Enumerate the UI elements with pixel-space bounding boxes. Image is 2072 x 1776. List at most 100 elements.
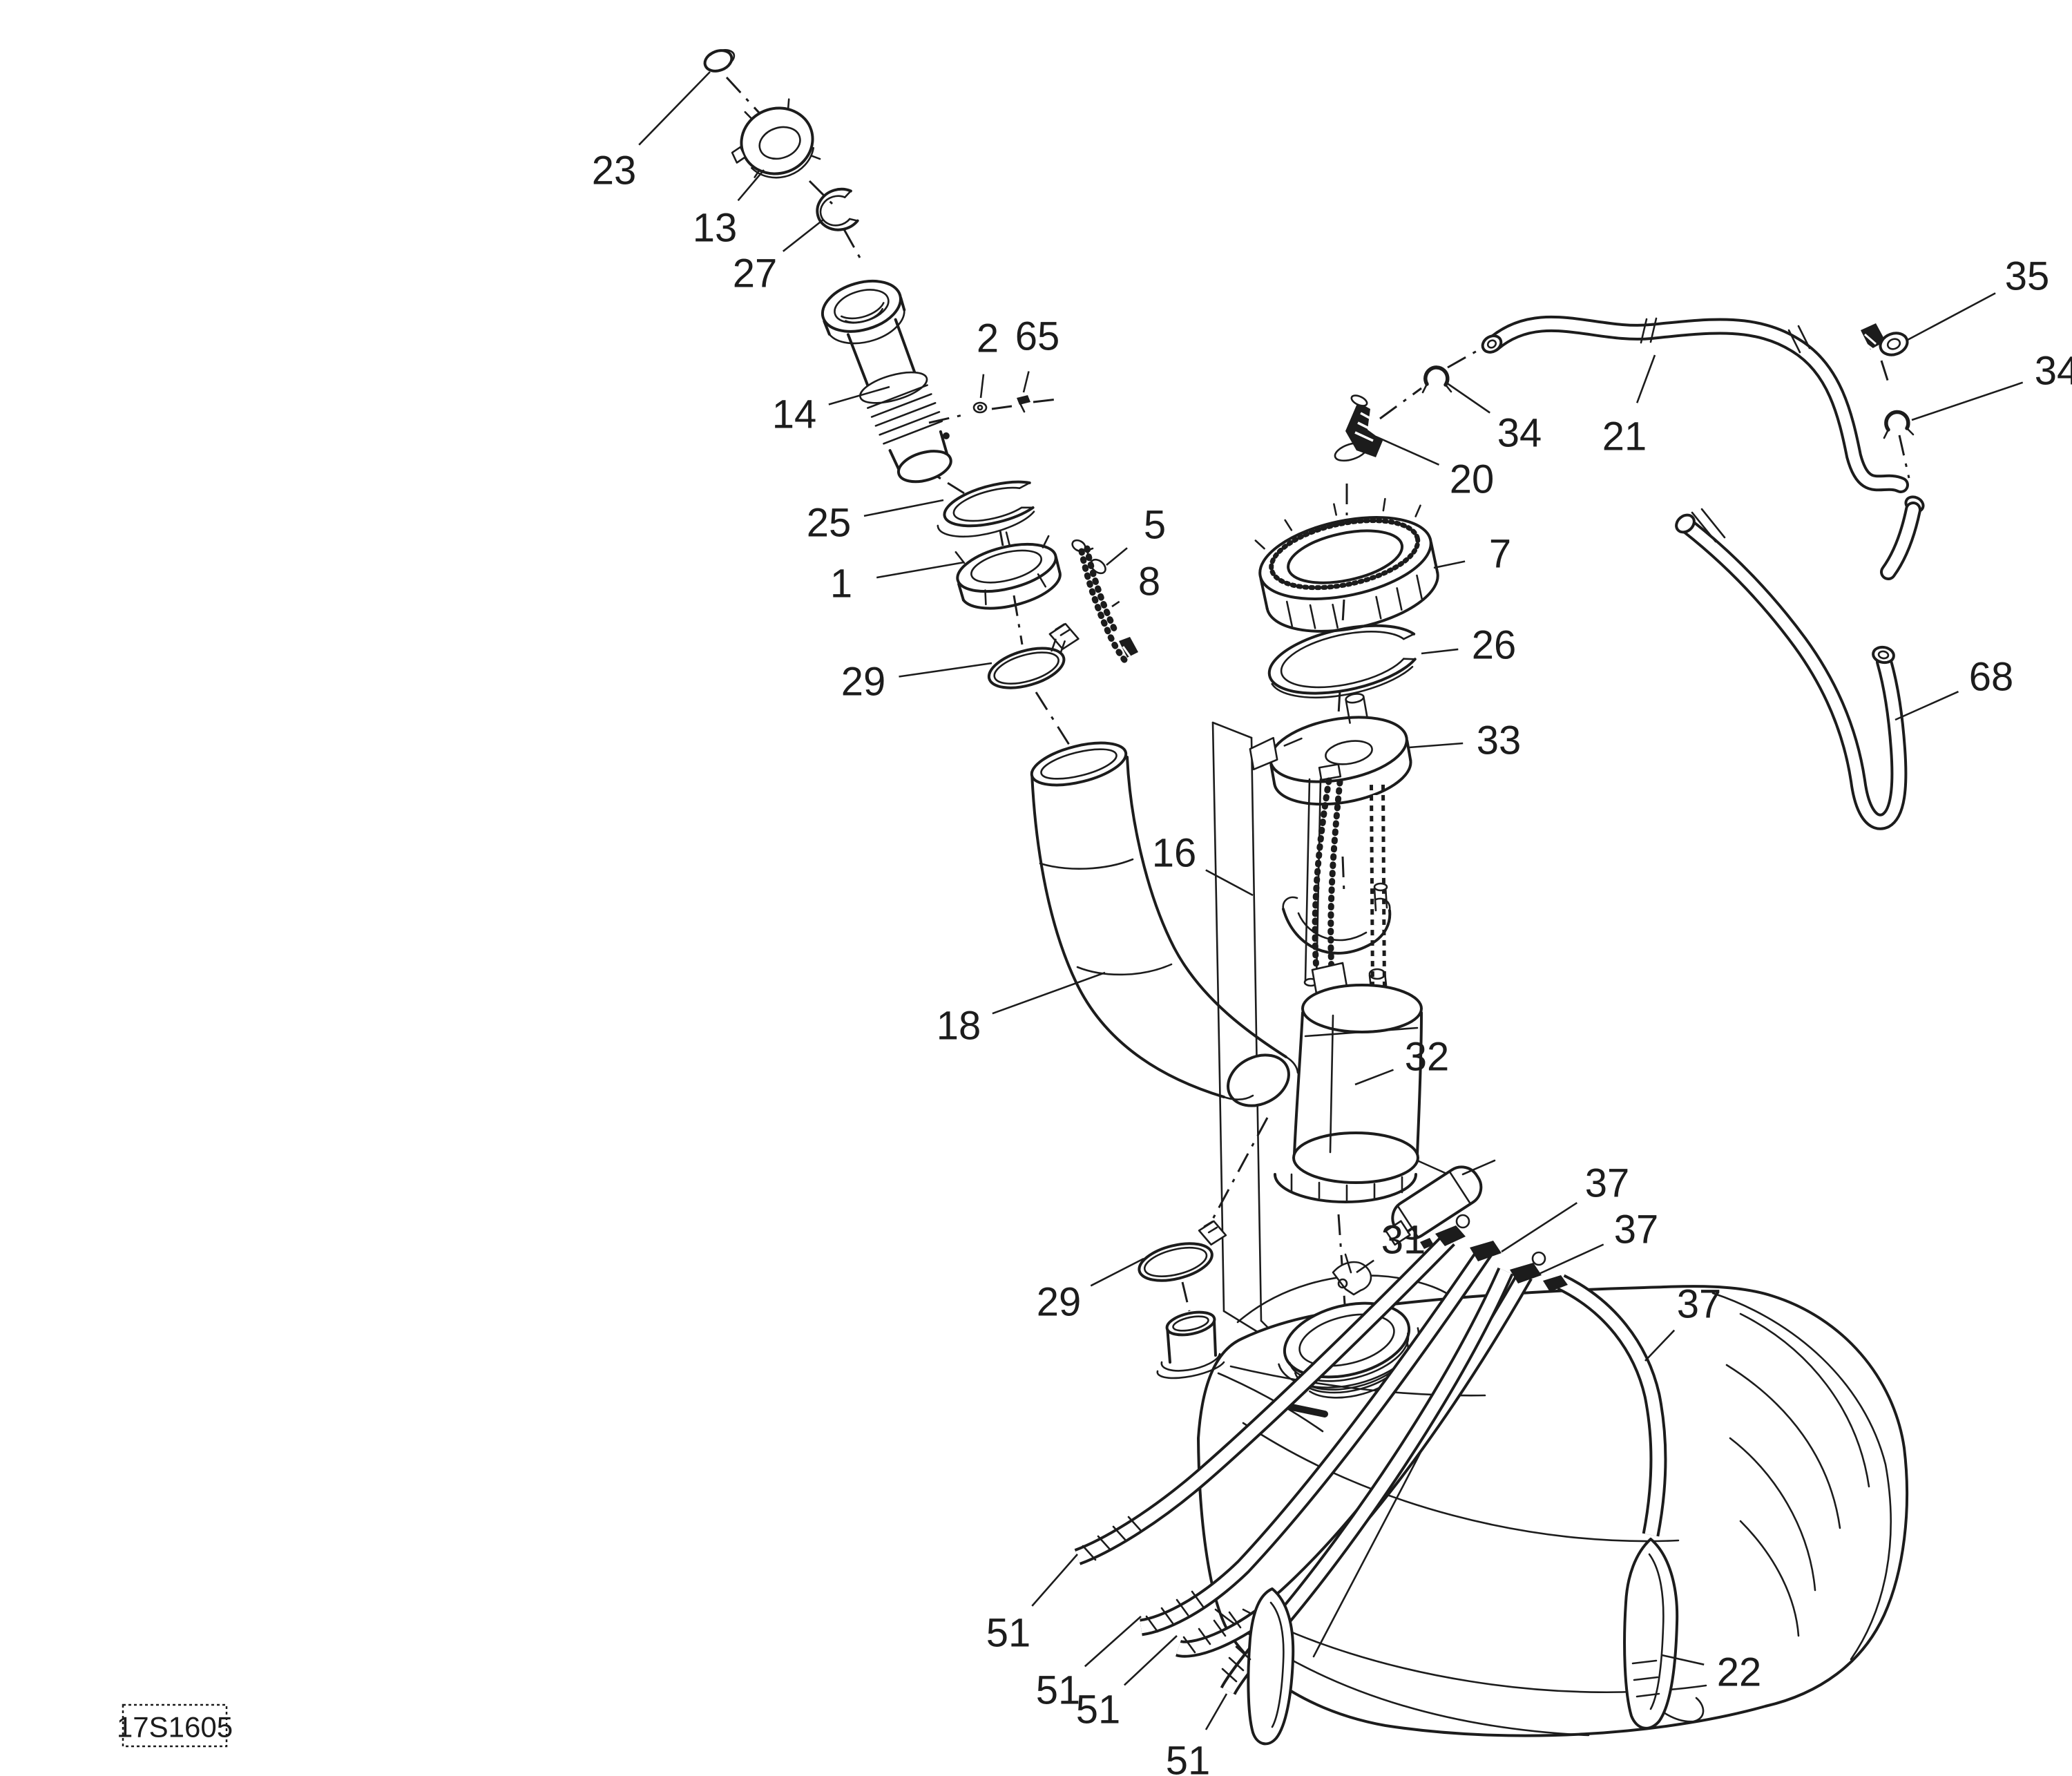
part-label-21: 21 [1602,414,1647,459]
leader-line-13 [737,169,765,202]
part-37-straps [1074,1214,1679,1746]
part-label-27: 27 [733,251,778,296]
part-label-34: 34 [2035,349,2072,394]
leader-line-18 [992,971,1106,1015]
leader-line-29 [1090,1257,1144,1287]
part-label-7: 7 [1489,532,1511,577]
strap-buckles [1420,1214,1568,1292]
assembly-axis-lines [725,76,1910,1312]
part-31-latch-clip [1332,1253,1372,1296]
tank-inlet-stub [1156,1310,1225,1379]
part-label-29: 29 [1037,1280,1082,1325]
leader-line-51 [1205,1693,1228,1730]
leader-line-5 [1106,547,1128,566]
part-label-1: 1 [830,562,852,607]
leader-line-32 [1354,1069,1394,1086]
leader-line-1 [876,561,965,579]
part-label-32: 32 [1405,1035,1450,1080]
part-68-vent-hose [1675,495,1925,830]
part-1-lock-ring [955,531,1062,610]
drawing-code-box: 17S1605 [117,1703,233,1748]
leader-line-34 [1446,381,1490,414]
leader-line-7 [1433,560,1466,569]
part-label-18: 18 [937,1004,981,1049]
leader-line-14 [828,385,890,405]
part-23-cap-button [703,49,736,73]
leader-line-51 [1084,1616,1142,1668]
part-34-clamp-left [1421,365,1452,394]
part-label-29: 29 [841,660,886,705]
leader-line-16 [1205,869,1254,897]
part-label-33: 33 [1477,718,1522,763]
strap-loop-right [1623,1538,1679,1730]
part-label-22: 22 [1717,1650,1762,1695]
strap-loop-left [1247,1587,1295,1746]
part-65-screw [1017,395,1030,413]
part-13-fuel-cap [731,98,821,179]
leader-line-26 [1421,648,1459,655]
part-label-35: 35 [2005,254,2050,299]
part-label-26: 26 [1472,623,1517,668]
part-label-51: 51 [1076,1688,1121,1732]
part-label-51: 51 [986,1611,1031,1656]
leader-line-35 [1907,292,1996,341]
leader-line-34 [1911,381,2024,421]
part-label-23: 23 [592,149,637,193]
part-14-filler-neck [821,280,952,484]
drawing-code-text: 17S1605 [117,1711,233,1744]
leader-line-33 [1408,742,1464,749]
leader-line-22 [1661,1654,1705,1665]
part-label-37: 37 [1677,1282,1722,1327]
leader-line-65 [1022,371,1030,393]
part-8-chain [1071,539,1138,665]
leader-line-68 [1894,691,1959,721]
part-label-20: 20 [1450,457,1495,502]
part-32-fuel-pump-module [1274,882,1496,1246]
part-25-retainer-ring [937,480,1035,538]
leader-line-21 [1635,354,1656,403]
part-29-hose-clamp-lower [1138,1220,1227,1282]
part-label-37: 37 [1585,1161,1630,1206]
part-label-51: 51 [1166,1739,1211,1776]
leader-line-37 [1535,1243,1604,1277]
leader-line-27 [782,218,824,252]
part-label-25: 25 [807,501,852,546]
part-label-31: 31 [1381,1218,1426,1263]
part-33-pump-flange [1249,693,1412,993]
part-27-gasket-ring [816,187,859,231]
part-label-68: 68 [1969,655,2014,700]
part-20-elbow-fitting [1334,394,1383,462]
leader-line-51 [1124,1635,1178,1686]
part-21-fuel-hose [1481,315,1909,493]
part-51-strap-ends [1082,1516,1660,1698]
leader-line-37 [1644,1329,1676,1362]
part-label-65: 65 [1015,314,1060,359]
part-18-filler-hose [1030,741,1299,1107]
part-7-ring-nut [1254,497,1439,633]
leader-line-31 [1356,1259,1374,1274]
leader-line-2 [979,374,985,399]
leader-line-25 [863,499,944,517]
leader-line-8 [1111,600,1120,608]
leader-line-51 [1031,1554,1078,1607]
part-label-34: 34 [1497,411,1542,456]
part-34-clamp-right [1883,410,1915,439]
part-label-37: 37 [1614,1207,1659,1252]
part-label-13: 13 [693,206,738,251]
part-label-5: 5 [1144,503,1166,548]
leader-line-37 [1501,1202,1578,1253]
part-label-14: 14 [772,392,817,437]
leader-line-23 [638,71,711,146]
part-label-51: 51 [1036,1668,1081,1713]
part-29-hose-clamp-upper [987,622,1080,689]
leader-line-20 [1375,435,1440,466]
leader-line-29 [899,662,992,678]
part-35-check-valve [1861,323,1909,356]
part-26-gasket [1267,624,1417,699]
part-label-8: 8 [1138,560,1160,604]
part-label-2: 2 [977,316,999,361]
part-label-16: 16 [1152,831,1197,876]
